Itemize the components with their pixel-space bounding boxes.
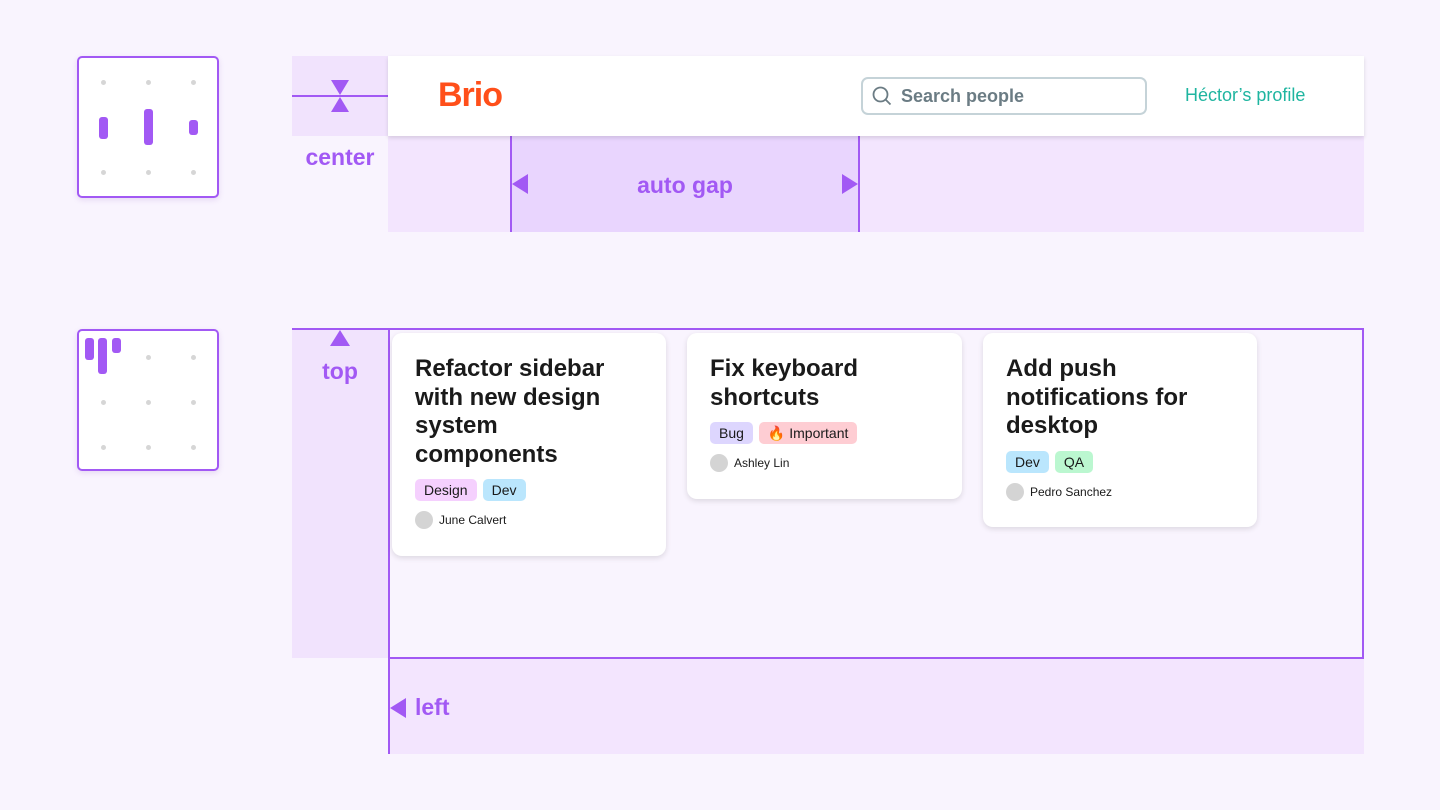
assignee-name: Ashley Lin (734, 456, 790, 471)
tag: Design (415, 479, 477, 502)
task-card[interactable]: Add push notifications for desktop Dev Q… (983, 333, 1257, 527)
tag: QA (1054, 450, 1094, 473)
center-hourglass-icon (331, 80, 349, 112)
auto-gap-region (510, 136, 860, 232)
align-center-icon (77, 56, 219, 198)
search-icon (872, 86, 892, 106)
label-left: left (415, 694, 450, 720)
arrow-up-icon (330, 330, 350, 346)
left-line (388, 658, 390, 754)
app-header: Brio Search people Héctor’s profile (388, 56, 1364, 136)
card-title: Add push notifications for desktop (1006, 355, 1188, 440)
card-title: Refactor sidebar with new design system … (415, 355, 605, 468)
arrow-right-icon (842, 174, 858, 194)
tag: Dev (482, 479, 526, 502)
assignee-name: Pedro Sanchez (1030, 484, 1113, 499)
avatar (1006, 482, 1024, 501)
top-line (292, 328, 389, 330)
cards-frame (388, 328, 1364, 659)
brio-logo[interactable]: Brio (438, 76, 503, 114)
task-card[interactable]: Fix keyboard shortcuts Bug 🔥 Important A… (687, 333, 962, 499)
tag: Bug (710, 422, 753, 445)
arrow-left-icon (512, 174, 528, 194)
avatar (415, 511, 433, 530)
align-top-left-icon (77, 329, 219, 471)
padding-band-bottom (388, 658, 1364, 754)
tag: Dev (1006, 450, 1049, 473)
tag: 🔥 Important (758, 422, 858, 445)
task-card[interactable]: Refactor sidebar with new design system … (392, 333, 666, 556)
label-auto-gap: auto gap (637, 172, 733, 198)
profile-link[interactable]: Héctor’s profile (1185, 85, 1306, 105)
label-center: center (305, 144, 375, 170)
padding-band-left (292, 329, 389, 658)
card-title: Fix keyboard shortcuts (710, 355, 859, 411)
search-input[interactable]: Search people (861, 77, 1147, 115)
arrow-left-icon (390, 698, 406, 718)
avatar (710, 454, 728, 473)
center-line (292, 95, 388, 97)
search-placeholder: Search people (901, 85, 1025, 106)
assignee-name: June Calvert (439, 513, 507, 528)
label-top: top (322, 358, 358, 384)
